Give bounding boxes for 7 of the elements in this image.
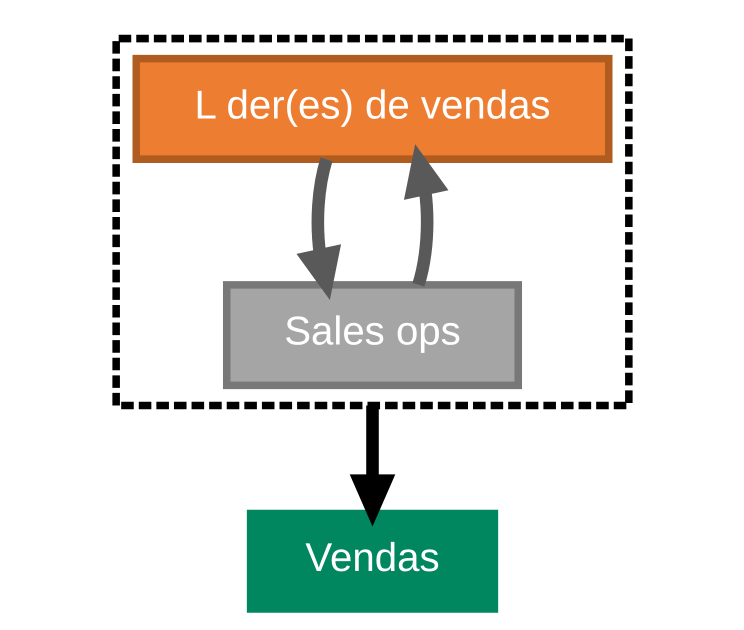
arrow bbox=[349, 405, 395, 527]
arrow bbox=[296, 158, 341, 300]
node-box: Vendas bbox=[246, 510, 498, 613]
node-box: Sales ops bbox=[222, 281, 522, 390]
node-box: L der(es) de vendas bbox=[132, 54, 612, 163]
cluster bbox=[112, 34, 632, 410]
arrow bbox=[403, 144, 448, 286]
